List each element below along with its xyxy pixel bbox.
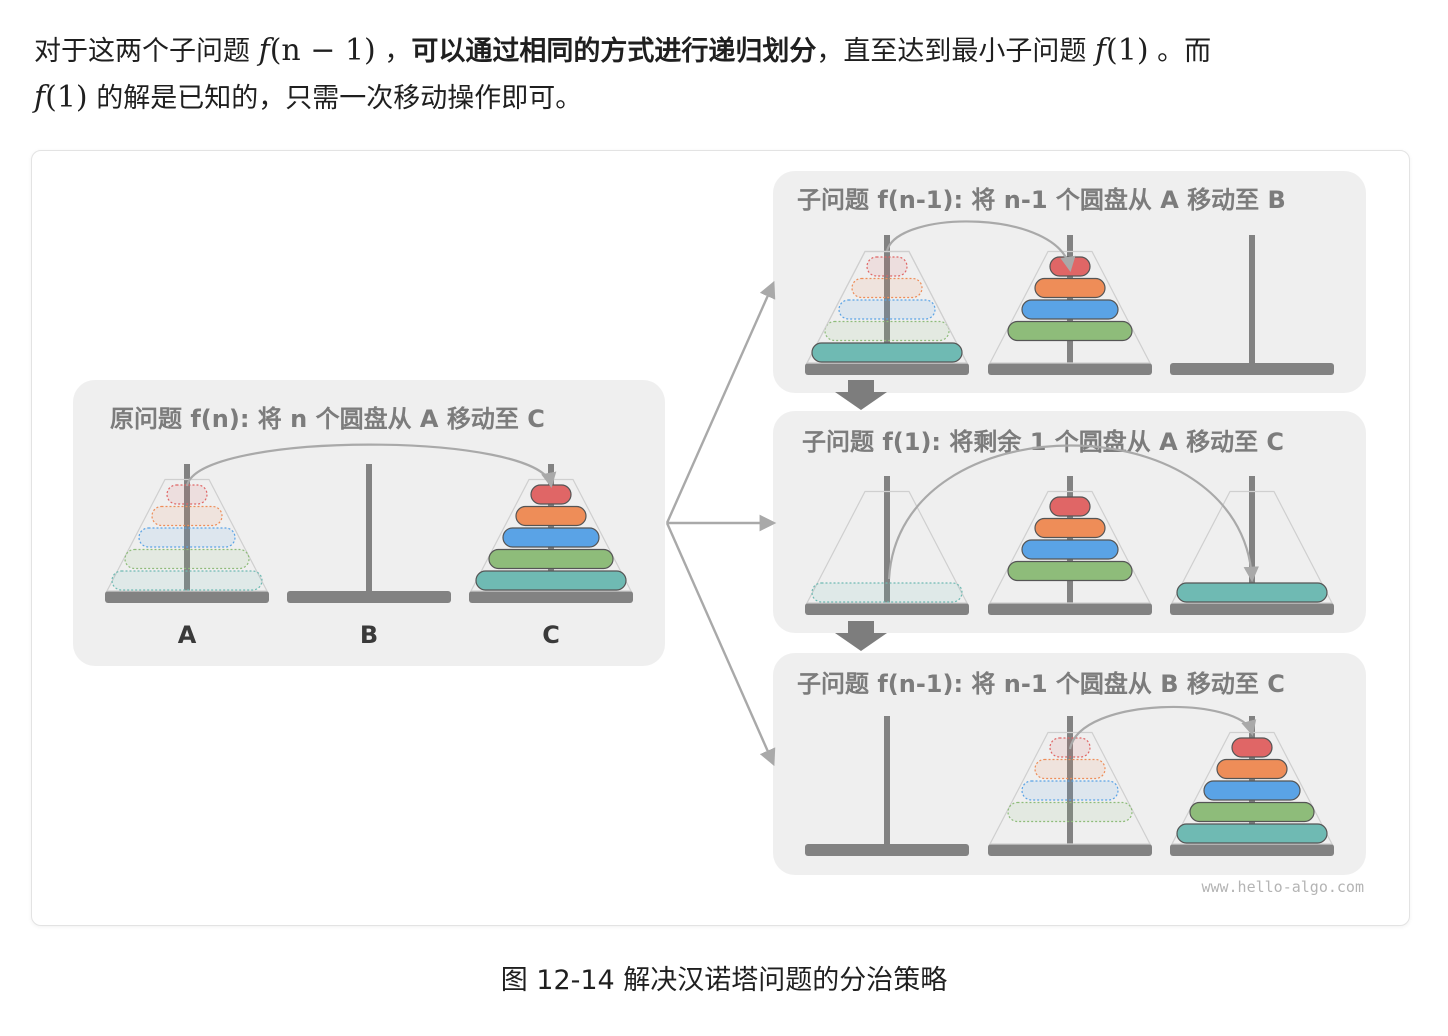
sub1-rod bbox=[1249, 235, 1255, 363]
ghost-disk bbox=[151, 505, 223, 527]
disk bbox=[1007, 320, 1133, 342]
math-f-n-minus-1: f(n − 1) bbox=[258, 33, 376, 68]
down-arrow bbox=[835, 621, 887, 651]
sub3-base bbox=[805, 844, 969, 856]
original-base bbox=[469, 591, 633, 603]
disk bbox=[530, 484, 572, 505]
disk bbox=[1176, 823, 1328, 844]
hanoi-diagram: 原问题 f(n): 将 n 个圆盘从 A 移动至 C A B C 子问题 f(n-1):… bbox=[73, 171, 1366, 896]
ghost-disk bbox=[166, 484, 208, 505]
sub1-base bbox=[988, 363, 1152, 375]
panel-title-sub1: 子问题 f(n-1): 将 n-1 个圆盘从 A 移动至 B bbox=[797, 186, 1286, 214]
disk bbox=[475, 570, 627, 591]
text-segment: 。而 bbox=[1148, 36, 1212, 67]
bold-phrase: 可以通过相同的方式进行递归划分 bbox=[411, 36, 817, 67]
sub2-base bbox=[805, 603, 969, 615]
disk bbox=[502, 527, 600, 548]
disk bbox=[1231, 737, 1273, 758]
move-arc bbox=[1068, 705, 1257, 750]
disk bbox=[1021, 539, 1119, 560]
move-arc bbox=[885, 220, 1076, 273]
rod-label-A: A bbox=[178, 621, 197, 649]
ghost-disk bbox=[1021, 780, 1119, 801]
ghost-disk bbox=[811, 582, 963, 603]
sub1-rod bbox=[1067, 235, 1073, 363]
branch-arrow-sub3 bbox=[665, 522, 776, 767]
sub1-rod bbox=[884, 235, 890, 363]
sub2-rod bbox=[884, 476, 890, 603]
sub1-base bbox=[805, 363, 969, 375]
disk bbox=[1216, 758, 1288, 780]
tower-outline bbox=[989, 731, 1151, 845]
original-rod bbox=[366, 464, 372, 591]
sub2-rod bbox=[1249, 476, 1255, 603]
original-base bbox=[105, 591, 269, 603]
disk bbox=[1034, 517, 1106, 539]
rod-label-B: B bbox=[360, 621, 378, 649]
ghost-disk bbox=[851, 277, 923, 299]
original-base bbox=[287, 591, 451, 603]
tower-outline bbox=[106, 478, 268, 592]
sub2-base bbox=[988, 603, 1152, 615]
disk bbox=[1049, 496, 1091, 517]
text-segment: ，直至达到最小子问题 bbox=[816, 36, 1095, 67]
move-arc bbox=[185, 443, 557, 489]
panel-title-original: 原问题 f(n): 将 n 个圆盘从 A 移动至 C bbox=[110, 405, 545, 433]
ghost-disk bbox=[866, 256, 908, 277]
disk bbox=[515, 505, 587, 527]
tower-outline bbox=[806, 250, 968, 364]
figure-caption: 图 12-14 解决汉诺塔问题的分治策略 bbox=[500, 965, 948, 996]
hanoi-figure: 原问题 f(n): 将 n 个圆盘从 A 移动至 C A B C 子问题 f(n-1):… bbox=[31, 150, 1410, 926]
branch-arrow-sub1 bbox=[665, 280, 776, 524]
disk bbox=[1176, 582, 1328, 603]
disk bbox=[1021, 299, 1119, 320]
disk bbox=[811, 342, 963, 363]
disk bbox=[1034, 277, 1106, 299]
disk bbox=[488, 548, 614, 570]
text-segment: ， bbox=[375, 36, 412, 67]
move-arc bbox=[887, 444, 1259, 583]
intro-paragraph: 对于这两个子问题 f(n − 1) ，可以通过相同的方式进行递归划分，直至达到最… bbox=[34, 28, 1414, 122]
math-f-1: f(1) bbox=[1094, 33, 1149, 68]
watermark: www.hello-algo.com bbox=[1201, 878, 1364, 896]
sub2-base bbox=[1170, 603, 1334, 615]
sub3-rod bbox=[884, 716, 890, 844]
sub1-base bbox=[1170, 363, 1334, 375]
ghost-disk bbox=[1034, 758, 1106, 780]
panel-title-sub2: 子问题 f(1): 将剩余 1 个圆盘从 A 移动至 C bbox=[802, 428, 1284, 456]
sub3-base bbox=[1170, 844, 1334, 856]
sub3-rod bbox=[1067, 716, 1073, 844]
sub3-rod bbox=[1249, 716, 1255, 844]
ghost-disk bbox=[1007, 801, 1133, 823]
tower-outline bbox=[1171, 490, 1333, 604]
math-f-1-second: f(1) bbox=[34, 80, 88, 115]
tower-outline bbox=[806, 490, 968, 604]
original-rod bbox=[184, 464, 190, 591]
ghost-disk bbox=[124, 548, 250, 570]
sub3-base bbox=[988, 844, 1152, 856]
text-segment: 的解是已知的，只需一次移动操作即可。 bbox=[87, 83, 583, 114]
disk bbox=[1007, 560, 1133, 582]
disk bbox=[1189, 801, 1315, 823]
text-segment: 对于这两个子问题 bbox=[34, 36, 259, 67]
rod-label-C: C bbox=[542, 621, 560, 649]
ghost-disk bbox=[111, 570, 263, 591]
disk bbox=[1203, 780, 1301, 801]
panel-title-sub3: 子问题 f(n-1): 将 n-1 个圆盘从 B 移动至 C bbox=[797, 670, 1285, 698]
ghost-disk bbox=[138, 527, 236, 548]
ghost-disk bbox=[838, 299, 936, 320]
down-arrow bbox=[835, 380, 887, 410]
ghost-disk bbox=[824, 320, 950, 342]
